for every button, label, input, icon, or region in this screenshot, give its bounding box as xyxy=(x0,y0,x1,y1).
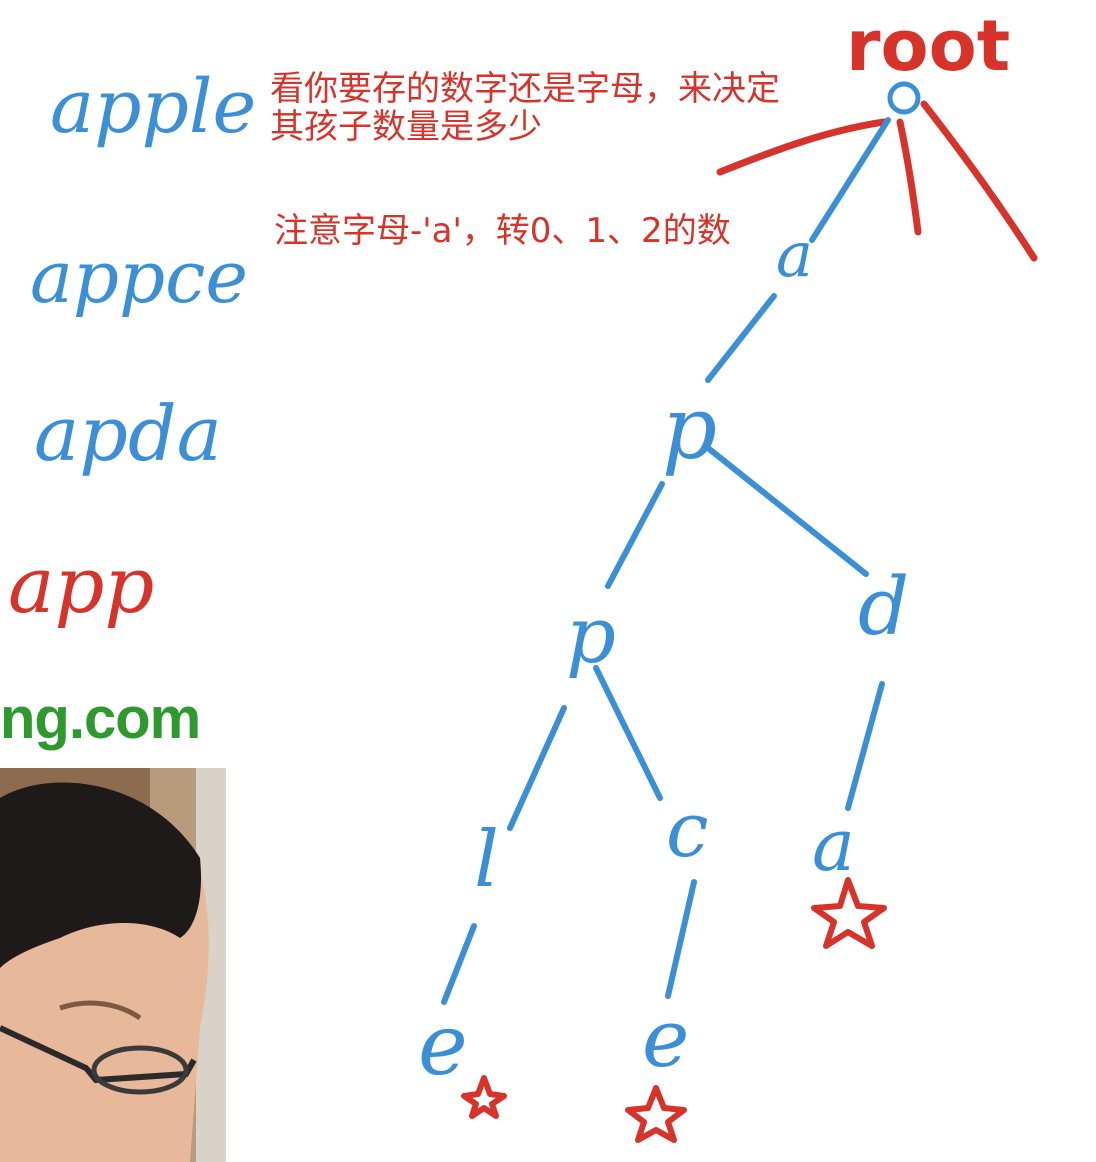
word-apda: apda xyxy=(34,389,222,478)
root-label: root xyxy=(846,5,1010,87)
end-marks xyxy=(461,877,887,1143)
edge-a-p1 xyxy=(705,293,777,383)
edge-p1-d xyxy=(705,445,869,577)
word-appce: appce xyxy=(30,235,248,319)
node-c: c xyxy=(666,785,709,874)
edge-p2-l xyxy=(507,705,567,831)
root-branches xyxy=(716,100,1038,262)
word-app: app xyxy=(8,541,154,631)
edge-p1-p2 xyxy=(605,481,665,589)
webcam-frame xyxy=(0,768,226,1162)
edge-p2-c xyxy=(593,665,663,801)
node-d: d xyxy=(858,560,909,653)
tree-nodes: a p p d l c a e e xyxy=(418,218,909,1094)
node-l: l xyxy=(474,815,499,905)
node-e1: e xyxy=(418,996,468,1094)
root-branch-mid xyxy=(896,118,922,236)
root-branch-left xyxy=(716,118,888,176)
star-icon xyxy=(811,877,887,949)
word-list: apple appce apda app xyxy=(8,64,256,631)
root-branch-right xyxy=(920,100,1038,262)
tree-edges xyxy=(441,117,891,1005)
node-p1: p xyxy=(662,379,717,479)
edge-root-a xyxy=(809,117,891,243)
star-icon xyxy=(461,1075,507,1119)
note-index-conversion: 注意字母-'a'，转0、1、2的数 xyxy=(274,211,731,251)
note-children-count: 看你要存的数字还是字母，来决定 其孩子数量是多少 xyxy=(270,70,780,146)
note-line-1: 看你要存的数字还是字母，来决定 xyxy=(270,69,780,109)
edge-d-a2 xyxy=(845,681,885,811)
note-line-2: 其孩子数量是多少 xyxy=(270,107,542,147)
edge-l-e1 xyxy=(441,923,477,1005)
edge-c-e2 xyxy=(665,879,697,999)
watermark: ng.com xyxy=(0,686,201,751)
root-circle xyxy=(887,81,921,115)
node-p2: p xyxy=(566,591,616,681)
root-node: root xyxy=(846,5,1010,115)
node-a2: a xyxy=(812,803,855,887)
node-e2: e xyxy=(642,992,689,1085)
node-a: a xyxy=(776,218,813,291)
word-apple: apple xyxy=(50,64,256,150)
star-icon xyxy=(625,1085,687,1143)
webcam-video xyxy=(0,768,226,1162)
